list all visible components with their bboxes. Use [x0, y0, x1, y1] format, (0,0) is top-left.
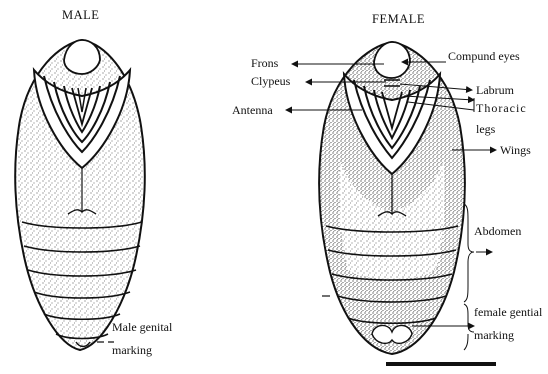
label-antenna: Antenna	[232, 103, 273, 117]
label-female-genital: female gential	[474, 305, 542, 319]
label-male-genital: Male genital	[112, 320, 172, 334]
label-legs: legs	[476, 122, 495, 136]
label-male-genital-marking: marking	[112, 343, 152, 357]
label-female-genital-marking: marking	[474, 328, 514, 342]
label-frons: Frons	[251, 56, 278, 70]
male-pupa	[15, 40, 145, 350]
female-pupa	[319, 42, 465, 354]
label-abdomen: Abdomen	[474, 224, 521, 238]
female-title: FEMALE	[372, 12, 425, 26]
label-clypeus: Clypeus	[251, 74, 290, 88]
label-thoracic: Thoracic	[476, 101, 527, 115]
label-labrum: Labrum	[476, 83, 514, 97]
male-title: MALE	[62, 8, 99, 22]
scale-bar	[386, 362, 496, 366]
label-wings: Wings	[500, 143, 531, 157]
label-compound-eyes: Compund eyes	[448, 49, 520, 63]
